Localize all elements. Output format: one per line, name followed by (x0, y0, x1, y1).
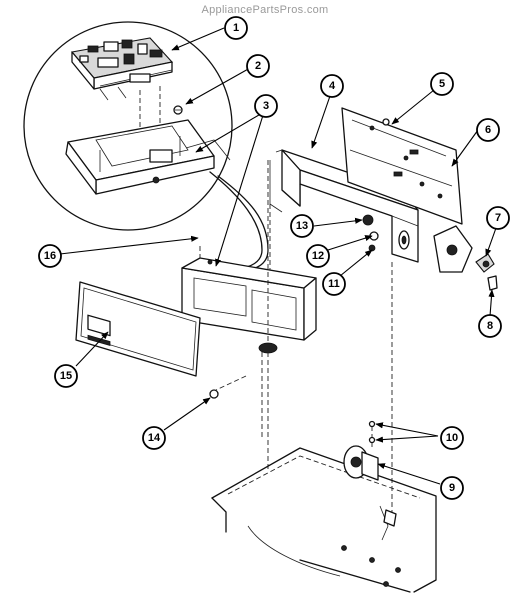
side-bracket (433, 225, 498, 291)
callout-16: 16 (38, 244, 62, 268)
callout-8: 8 (478, 314, 502, 338)
callout-11: 11 (322, 272, 346, 296)
leader-lines (59, 27, 497, 485)
back-plate (341, 107, 463, 225)
callout-13: 13 (290, 214, 314, 238)
callout-15: 15 (54, 364, 78, 388)
svg-text:5: 5 (439, 78, 445, 90)
svg-text:15: 15 (60, 370, 72, 382)
svg-text:1: 1 (233, 22, 239, 34)
pressure-switch (343, 420, 379, 481)
cabinet-top (211, 447, 437, 593)
callout-7: 7 (486, 206, 510, 230)
svg-text:12: 12 (312, 250, 324, 262)
svg-text:8: 8 (487, 320, 493, 332)
svg-text:13: 13 (296, 220, 308, 232)
overlay-decal (75, 281, 201, 377)
callout-1: 1 (224, 16, 248, 40)
assembly-lines (199, 160, 393, 520)
callout-9: 9 (440, 476, 464, 500)
callout-12: 12 (306, 244, 330, 268)
svg-text:14: 14 (148, 432, 161, 444)
svg-text:2: 2 (255, 60, 261, 72)
control-board (70, 37, 174, 101)
knob-part-14 (209, 389, 219, 399)
callout-10: 10 (440, 426, 464, 450)
screw-part-2 (173, 105, 183, 115)
svg-text:10: 10 (446, 432, 458, 444)
fasteners-11-13 (362, 214, 379, 252)
control-panel (181, 257, 317, 354)
svg-text:7: 7 (495, 212, 501, 224)
callout-6: 6 (476, 118, 500, 142)
callout-4: 4 (320, 74, 344, 98)
watermark: AppliancePartsPros.com (201, 4, 329, 16)
svg-text:9: 9 (449, 482, 455, 494)
svg-text:4: 4 (329, 80, 336, 92)
callout-5: 5 (430, 72, 454, 96)
detail-inset (23, 21, 233, 231)
inset-housing (65, 119, 231, 195)
svg-text:6: 6 (485, 124, 491, 136)
svg-text:11: 11 (328, 278, 340, 290)
callout-3: 3 (254, 94, 278, 118)
svg-text:16: 16 (44, 250, 56, 262)
svg-text:3: 3 (263, 100, 269, 112)
callout-14: 14 (142, 426, 166, 450)
callout-2: 2 (246, 54, 270, 78)
